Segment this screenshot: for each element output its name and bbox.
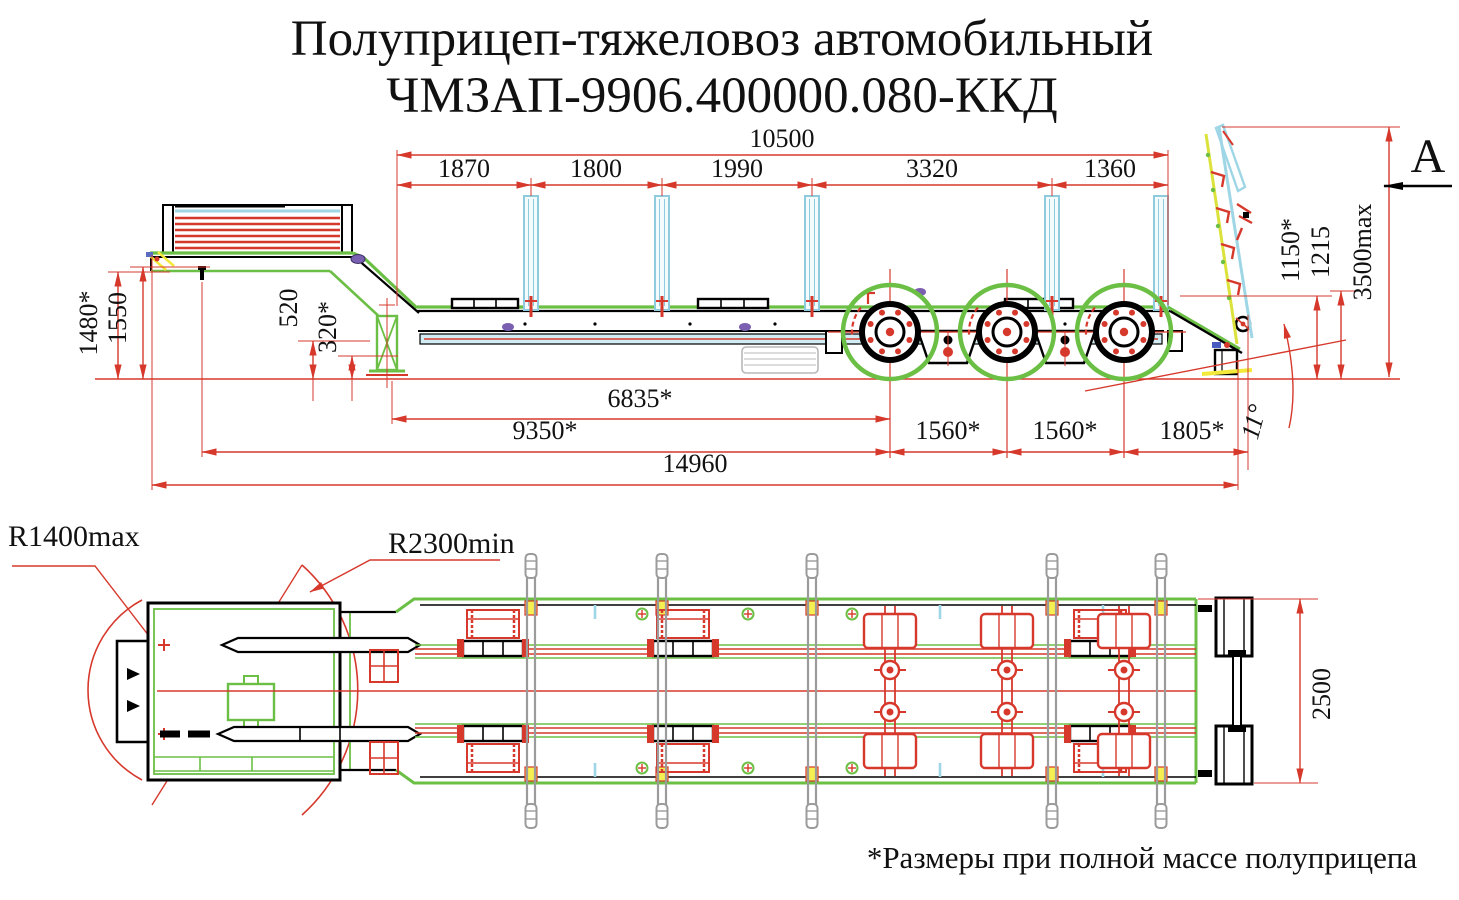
dim-overall-width: 2500 xyxy=(1307,668,1336,720)
dim-frame-clearance-laden: 320* xyxy=(313,301,342,353)
top-rear-ramps xyxy=(1198,596,1254,786)
title-line-2: ЧМЗАП-9906.400000.080-ККД xyxy=(386,68,1058,124)
departure-angle-line xyxy=(1084,339,1347,392)
dim-axle-spacing-1: 1560* xyxy=(916,416,981,445)
tiedown-dot xyxy=(635,607,649,621)
side-dimensions: 10500 1870 1800 1990 3320 1360 1480* 155… xyxy=(74,124,1400,490)
view-a-label: A xyxy=(1411,130,1446,183)
gooseneck-rack xyxy=(162,204,353,254)
dim-kingpin-to-axle: 9350* xyxy=(513,416,578,445)
stake-2 xyxy=(653,194,671,319)
side-view: 10500 1870 1800 1990 3320 1360 1480* 155… xyxy=(74,123,1452,490)
dim-axle-spacing-2: 1560* xyxy=(1033,416,1098,445)
dim-seg-2: 1800 xyxy=(570,154,622,183)
stake-4 xyxy=(1043,194,1061,319)
side-structure xyxy=(146,123,1347,458)
rear-radius-arc xyxy=(301,564,359,816)
tiedown-dot xyxy=(741,607,755,621)
top-dimensions: 2500 xyxy=(1198,598,1336,784)
angle-arc xyxy=(1283,323,1294,429)
dim-max-height: 3500max xyxy=(1348,204,1377,301)
tiedown-dot xyxy=(845,607,859,621)
dim-seg-4: 3320 xyxy=(906,154,958,183)
stake-3 xyxy=(803,194,821,319)
dim-top-total: 10500 xyxy=(750,124,815,153)
top-view: R1400max R2300min xyxy=(8,520,1336,830)
tiedown-dot xyxy=(845,761,859,775)
tiedown-dot xyxy=(741,761,755,775)
label-front-radius: R1400max xyxy=(8,520,140,553)
dim-seg-1: 1870 xyxy=(438,154,490,183)
hydraulic-tank xyxy=(741,346,819,374)
dim-rear-height-laden: 1150* xyxy=(1276,218,1305,282)
dim-seg-3: 1990 xyxy=(711,154,763,183)
title-block: Полуприцеп-тяжеловоз автомобильный ЧМЗАП… xyxy=(291,11,1153,124)
dim-rear-overhang: 1805* xyxy=(1160,416,1225,445)
footnote: *Размеры при полной массе полуприцепа xyxy=(867,840,1418,875)
rear-ramp xyxy=(1167,123,1254,376)
kingpin xyxy=(198,266,206,270)
label-rear-radius: R2300min xyxy=(388,527,515,560)
view-a-marker: A xyxy=(1383,130,1452,190)
dim-seg-5: 1360 xyxy=(1084,154,1136,183)
dim-support-to-axle: 6835* xyxy=(608,384,673,413)
front-radius-arc xyxy=(87,599,143,781)
dim-front-height: 1550 xyxy=(103,292,132,344)
rear-radius-leader xyxy=(309,559,500,593)
dim-rear-height: 1215 xyxy=(1306,226,1335,278)
stake-1 xyxy=(522,194,540,319)
dim-frame-clearance: 520 xyxy=(274,289,303,328)
tiedown-dot xyxy=(635,761,649,775)
dim-front-height-laden: 1480* xyxy=(74,291,103,356)
title-line-1: Полуприцеп-тяжеловоз автомобильный xyxy=(291,11,1153,67)
dim-overall-length: 14960 xyxy=(663,449,728,478)
front-bumper xyxy=(115,639,148,744)
